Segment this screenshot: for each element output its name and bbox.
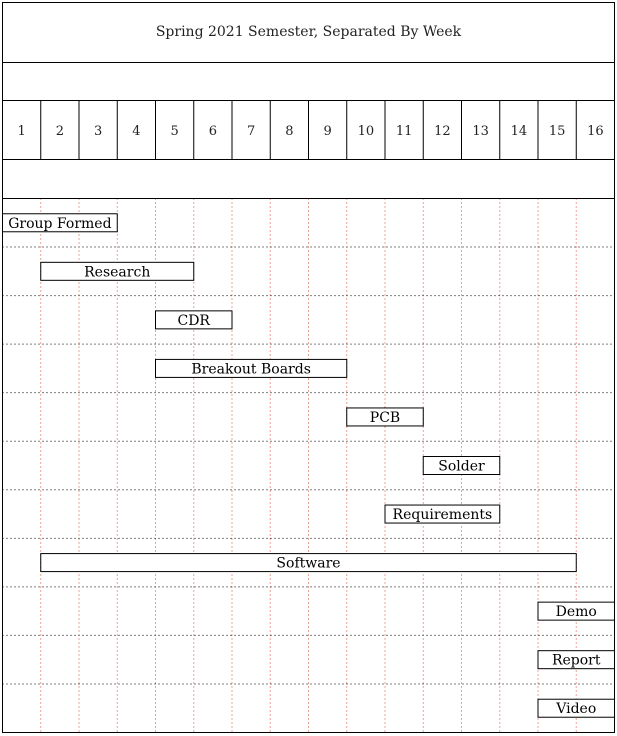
task-label: Requirements (393, 507, 493, 523)
week-label: 5 (170, 124, 178, 139)
task-bar (40, 553, 577, 573)
week-label: 15 (549, 124, 566, 139)
week-label: 10 (358, 124, 375, 139)
grid-lines (2, 198, 615, 733)
task-bar (422, 456, 501, 475)
week-label: 11 (396, 124, 413, 139)
week-label: 6 (209, 124, 217, 139)
task-bar (155, 310, 233, 330)
week-label: 3 (94, 124, 102, 139)
task-bar (537, 601, 615, 621)
task-bar (2, 213, 118, 233)
task-label: Demo (556, 604, 597, 620)
week-label: 7 (247, 124, 255, 139)
task-bar (40, 261, 195, 281)
week-label: 13 (472, 124, 489, 139)
task-bar (384, 504, 501, 524)
task-label: Research (84, 264, 150, 280)
task-label: CDR (178, 313, 211, 329)
week-label: 4 (132, 124, 140, 139)
week-label: 16 (587, 124, 604, 139)
task-label: Breakout Boards (191, 361, 311, 377)
task-label: Report (552, 653, 601, 669)
task-bar (537, 650, 615, 670)
task-bar (155, 358, 348, 378)
task-label: Solder (438, 459, 485, 475)
week-label: 9 (323, 124, 331, 139)
task-label: Group Formed (8, 216, 111, 232)
week-label: 14 (511, 124, 528, 139)
task-label: PCB (370, 410, 400, 426)
spacer-frame (2, 62, 615, 101)
task-label: Video (555, 701, 596, 717)
week-label: 1 (17, 124, 25, 139)
chart-title: Spring 2021 Semester, Separated By Week (156, 24, 462, 40)
week-label: 8 (285, 124, 293, 139)
task-bar (346, 407, 424, 427)
task-bar (537, 698, 615, 718)
task-label: Software (276, 556, 340, 572)
week-label: 12 (434, 124, 451, 139)
week-label: 2 (56, 124, 64, 139)
